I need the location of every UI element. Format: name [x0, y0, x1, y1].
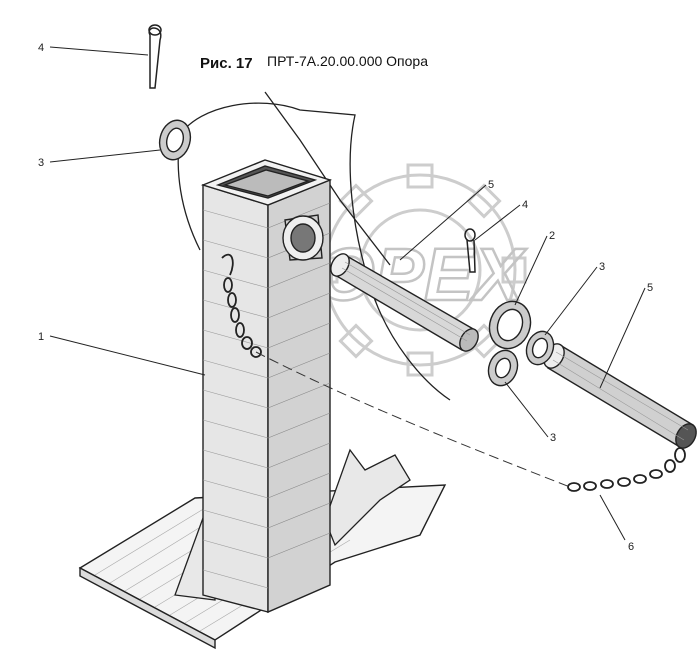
- callout-6: 6: [628, 541, 634, 553]
- callout-3-middle: 3: [599, 261, 605, 273]
- callout-5-right: 5: [647, 282, 653, 294]
- column-chain: [221, 253, 262, 358]
- gusset-right: [324, 448, 411, 547]
- column-bushing: [282, 214, 324, 261]
- callout-3-top: 3: [38, 157, 44, 169]
- callout-3-bottom: 3: [550, 432, 556, 444]
- support-column: [200, 159, 333, 614]
- pin-chain: [567, 447, 686, 492]
- cotter-pin-middle: [464, 228, 476, 273]
- callout-5-left: 5: [488, 179, 494, 191]
- callout-4-top: 4: [38, 42, 44, 54]
- callout-2: 2: [549, 230, 555, 242]
- washer-3-middle: [525, 330, 555, 366]
- assembly-dash-line: [255, 351, 571, 488]
- figure-label: Рис. 17: [200, 55, 253, 72]
- washer-3-bottom: [487, 349, 519, 387]
- cotter-pin-top: [148, 24, 162, 89]
- washer-2: [488, 300, 532, 350]
- figure-title: ПРТ-7А.20.00.000 Опора: [267, 53, 428, 69]
- callout-4-middle: 4: [522, 199, 528, 211]
- leader-lines: [49, 46, 646, 541]
- pin-right: [543, 343, 697, 449]
- callout-1: 1: [38, 331, 44, 343]
- pin-left: [330, 253, 479, 352]
- washer-3-top: [158, 119, 192, 161]
